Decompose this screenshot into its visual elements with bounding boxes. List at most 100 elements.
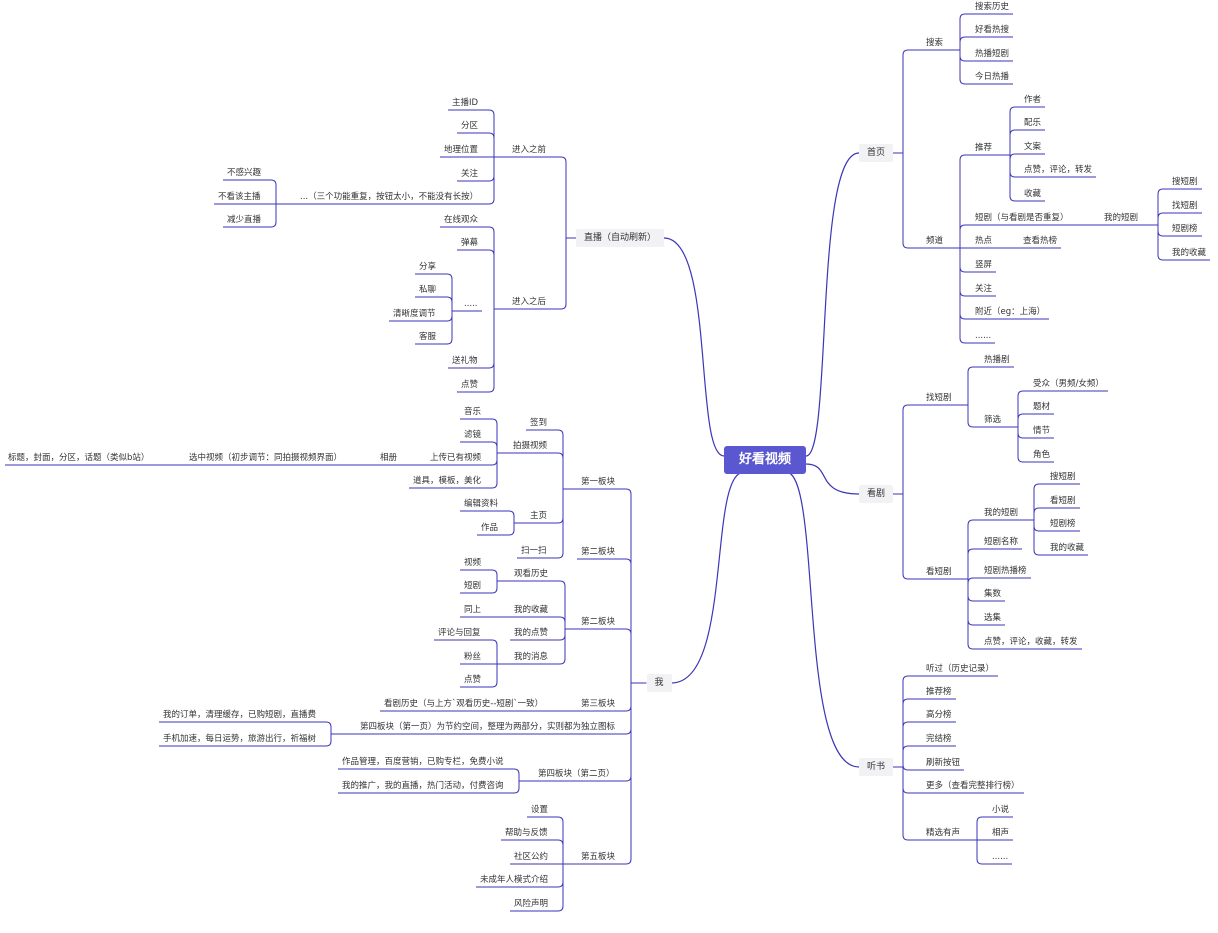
mine-search: 搜短剧 bbox=[1172, 177, 1198, 187]
connector-line bbox=[902, 764, 922, 771]
connector-line bbox=[959, 154, 971, 248]
view-my: 我的短剧 bbox=[984, 508, 1019, 518]
connector-line bbox=[320, 734, 332, 747]
connector-line bbox=[1017, 413, 1029, 427]
connector-line bbox=[967, 579, 980, 602]
connector-line bbox=[1033, 520, 1046, 532]
connector-line bbox=[1017, 427, 1029, 463]
connector-line bbox=[482, 249, 495, 309]
connector-line bbox=[902, 745, 922, 767]
channel-item: 附近（eg：上海） bbox=[975, 307, 1046, 317]
b2-msg: 我的消息 bbox=[514, 652, 549, 662]
me-block-2: 第二板块 bbox=[581, 617, 616, 627]
watch-view: 看短剧 bbox=[926, 567, 952, 577]
community: 社区公约 bbox=[514, 852, 549, 862]
b2-like: 我的点赞 bbox=[514, 628, 549, 638]
connector-line bbox=[440, 273, 453, 311]
history-video: 视频 bbox=[464, 558, 482, 568]
connector-line bbox=[485, 441, 498, 453]
view-item: 短剧名称 bbox=[984, 537, 1019, 547]
connector-line bbox=[959, 248, 971, 273]
listen-item: 刷新按钮 bbox=[926, 758, 961, 768]
not-interested: 不感兴趣 bbox=[227, 168, 262, 178]
listen-item: 完结榜 bbox=[926, 734, 952, 744]
connector-line bbox=[482, 309, 495, 393]
after-tail: 点赞 bbox=[461, 380, 479, 390]
root-topic[interactable]: 好看视频 bbox=[724, 446, 807, 474]
listen-selected: 精选有声 bbox=[926, 828, 961, 838]
sel-more: ...... bbox=[992, 852, 1009, 862]
connector-line bbox=[976, 816, 988, 840]
connector-line bbox=[550, 238, 567, 310]
b4b-item: 我的推广，我的直播，热门活动，付费咨询 bbox=[342, 781, 504, 791]
minor-mode: 未成年人模式介绍 bbox=[480, 875, 549, 885]
connector-line bbox=[619, 683, 632, 782]
topic-home[interactable]: 首页 bbox=[859, 144, 894, 162]
b4-item: 我的订单，清理缓存，已购短剧，直播费 bbox=[163, 710, 317, 720]
b4-item: 手机加速，每日运势，旅游出行，祈福树 bbox=[163, 734, 317, 744]
listen-item: 推荐榜 bbox=[926, 687, 952, 697]
topic-watch[interactable]: 看剧 bbox=[859, 485, 894, 503]
my-collect: 我的收藏 bbox=[1050, 543, 1085, 553]
live-before: 进入之前 bbox=[512, 145, 547, 155]
drama-mine: 我的短剧 bbox=[1104, 213, 1139, 223]
connector-line bbox=[902, 698, 922, 767]
connector-line bbox=[619, 683, 632, 712]
mine-collect: 我的收藏 bbox=[1172, 248, 1207, 258]
connector-line bbox=[552, 616, 566, 629]
connector-line bbox=[671, 471, 745, 684]
connector-line bbox=[265, 179, 277, 204]
connector-line bbox=[552, 839, 564, 864]
connector-line bbox=[440, 311, 453, 345]
connector-line bbox=[902, 767, 922, 794]
connector-line bbox=[320, 721, 332, 734]
shoot-item: 滤镜 bbox=[464, 430, 482, 440]
connector-line bbox=[959, 224, 971, 248]
connector-line bbox=[1009, 129, 1020, 155]
listen-item: 听过（历史记录） bbox=[926, 664, 995, 674]
filter-role: 角色 bbox=[1033, 450, 1051, 460]
connector-line bbox=[551, 489, 564, 559]
before-extra: ...（三个功能重复，按钮太小，不能没有长按） bbox=[300, 192, 479, 202]
channel-item: 关注 bbox=[975, 284, 993, 294]
connector-line bbox=[508, 768, 520, 781]
connector-line bbox=[485, 581, 498, 594]
less-live: 减少直播 bbox=[227, 215, 262, 225]
connector-line bbox=[967, 366, 980, 405]
connector-line bbox=[1157, 188, 1168, 225]
today-hot: 今日热播 bbox=[975, 72, 1010, 82]
connector-line bbox=[440, 296, 453, 311]
connector-line bbox=[902, 675, 922, 767]
connector-line bbox=[902, 721, 922, 767]
connector-line bbox=[1009, 155, 1020, 202]
connector-line bbox=[967, 519, 980, 579]
connector-line bbox=[976, 840, 988, 865]
me-block-4b: 第四板块（第二页） bbox=[538, 769, 615, 779]
shoot-upload: 上传已有视频 bbox=[430, 453, 482, 463]
channel-item: ...... bbox=[975, 331, 992, 341]
connector-line bbox=[619, 683, 632, 865]
view-item: 短剧热播榜 bbox=[984, 566, 1027, 576]
connector-line bbox=[619, 628, 632, 683]
connector-line bbox=[265, 204, 277, 228]
b4b-item: 作品管理，百度营销，已购专栏，免费小说 bbox=[342, 757, 504, 767]
risk: 风险声明 bbox=[514, 899, 549, 909]
connector-line bbox=[552, 864, 564, 888]
find-hot: 热播剧 bbox=[984, 355, 1010, 365]
connector-line bbox=[1033, 520, 1046, 556]
connector-line bbox=[619, 558, 632, 683]
listen-item: 更多（查看完整排行榜） bbox=[926, 781, 1020, 791]
channel-item: 竖屏 bbox=[975, 260, 993, 270]
connector-line bbox=[902, 153, 922, 249]
connector-line bbox=[959, 13, 971, 50]
mine-find: 找短剧 bbox=[1172, 201, 1198, 211]
channel-drama: 短剧（与看剧是否重复） bbox=[975, 213, 1069, 223]
connector-line bbox=[619, 683, 632, 735]
rec-like: 点赞，评论，转发 bbox=[1024, 165, 1093, 175]
topic-live[interactable]: 直播（自动刷新） bbox=[576, 229, 665, 247]
topic-listen[interactable]: 听书 bbox=[859, 758, 894, 776]
view-item: 集数 bbox=[984, 589, 1002, 599]
topic-me[interactable]: 我 bbox=[646, 674, 672, 692]
my-watch: 看短剧 bbox=[1050, 496, 1076, 506]
